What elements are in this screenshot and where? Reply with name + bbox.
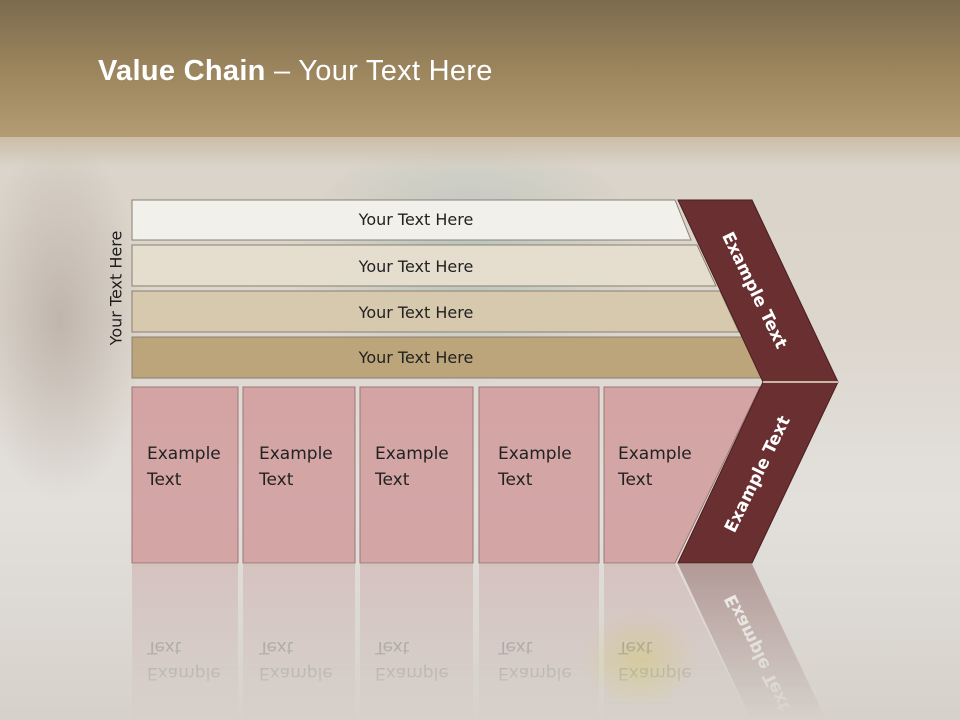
reflection-box-3-line1: Example	[375, 663, 449, 683]
box-1	[131, 386, 239, 564]
box-3	[359, 386, 474, 564]
box-5-line2: Text	[617, 470, 653, 490]
reflection-box-4-line2: Text	[497, 637, 533, 657]
reflection-box-4-line1: Example	[498, 663, 572, 683]
box-5-line1: Example	[618, 444, 692, 464]
box-3-line2: Text	[374, 470, 410, 490]
reflection-box-1-line1: Example	[147, 663, 221, 683]
diagram-reflection: Example Text Example Text Example Text E…	[132, 564, 827, 720]
row-label-3: Your Text Here	[358, 303, 474, 322]
row-bar-3	[131, 290, 740, 333]
box-3-line1: Example	[375, 444, 449, 464]
row-bar-2	[131, 244, 717, 287]
reflection-box-2-line2: Text	[258, 637, 294, 657]
box-4	[478, 386, 600, 564]
title-bar-fade	[0, 137, 960, 167]
title-rest: – Your Text Here	[265, 55, 493, 87]
reflection-box-2-line1: Example	[259, 663, 333, 683]
box-5	[603, 386, 761, 564]
reflection-box-5-line1: Example	[618, 663, 692, 683]
box-1-line1: Example	[147, 444, 221, 464]
box-4-line1: Example	[498, 444, 572, 464]
row-label-1: Your Text Here	[358, 210, 474, 229]
reflection-box-5-line2: Text	[617, 637, 653, 657]
box-2-line2: Text	[258, 470, 294, 490]
row-bar-1	[131, 199, 692, 241]
row-label-2: Your Text Here	[358, 257, 474, 276]
title-bar	[0, 0, 960, 137]
box-2-line1: Example	[259, 444, 333, 464]
box-4-line2: Text	[497, 470, 533, 490]
reflection-box-3-line2: Text	[374, 637, 410, 657]
slide-title: Value Chain – Your Text Here	[98, 55, 493, 88]
row-label-4: Your Text Here	[358, 348, 474, 367]
reflection-box-1-line2: Text	[146, 637, 182, 657]
box-1-line2: Text	[146, 470, 182, 490]
title-bold: Value Chain	[98, 55, 266, 87]
box-2	[242, 386, 356, 564]
